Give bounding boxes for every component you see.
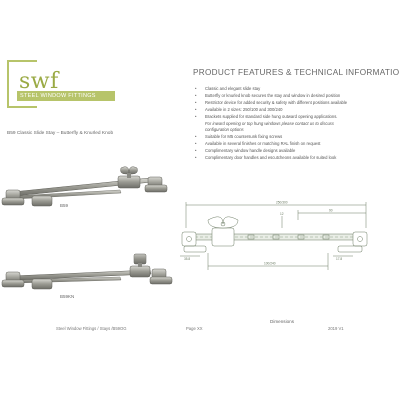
feature-item: Brackets supplied for standard side hung… [193,114,393,121]
drawing-caption: Dimensions [270,319,294,324]
dim-right-small: 17.8 [336,257,342,261]
footer-left: Steel Window Fittings / Stays /B59OG [56,326,127,331]
dim-overall: 250/300 [276,201,288,205]
b59-stay-image [1,166,168,207]
features-list: Classic and elegant slide stay Butterfly… [193,86,393,162]
dim-mid: 12 [280,212,284,216]
footer-version: 2019 V1 [328,326,344,331]
feature-item: Available in several finishes or matchin… [193,141,393,148]
feature-note: configuration options [205,127,244,133]
features-heading: PRODUCT FEATURES & TECHNICAL INFORMATION [193,68,400,77]
feature-note: For inward opening or top hung windows p… [205,120,334,126]
feature-item: Complimentary window handle designs avai… [193,148,393,155]
b59kn-stay-image [1,253,173,290]
logo-frame [7,60,37,108]
product-title: B59 Classic Slide Stay – Butterfly & Knu… [7,131,114,136]
feature-item: Restrictor device for added security & s… [193,100,393,107]
feature-item: Butterfly or knurled knob secures the st… [193,93,393,100]
feature-item: Classic and elegant slide stay [193,86,393,93]
label-b59kn: B59KN [60,294,75,299]
label-b59: B59 [60,203,69,208]
dim-left: 35.8 [184,257,190,261]
feature-item: Complimentary door handles and escutcheo… [193,155,393,162]
feature-item: Available in 2 sizes: 250/100 and 300/24… [193,107,393,114]
dimension-drawing: 250/300 90 12 100/240 35.8 17.8 [180,201,368,270]
footer-page: Page XX [186,326,203,331]
dim-bottom: 100/240 [264,262,276,266]
brand-logo: swf STEEL WINDOW FITTINGS [7,60,115,108]
logo-text: swf [19,69,59,94]
dim-right: 90 [329,209,333,213]
logo-tagline: STEEL WINDOW FITTINGS [17,91,115,101]
feature-item: Suitable for M5 countersunk fixing screw… [193,134,393,141]
